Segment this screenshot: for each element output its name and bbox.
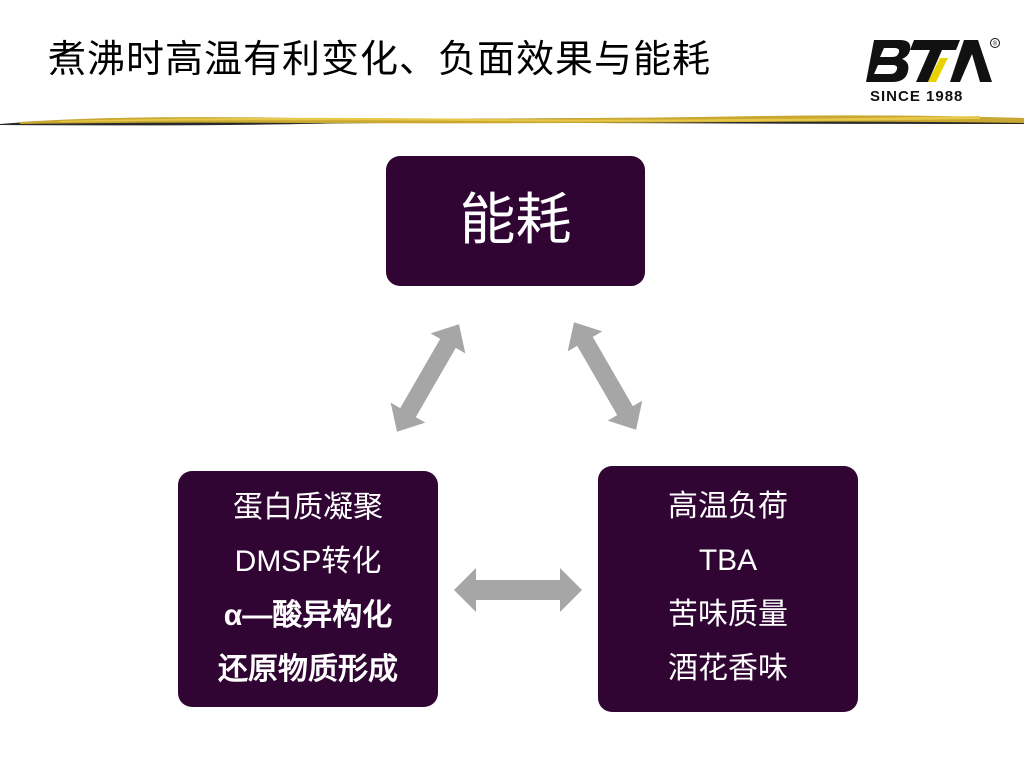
bta-logo: ® SINCE 1988 [866,36,1000,112]
negative-item: TBA [698,544,758,577]
right-diagonal-double-arrow [567,322,643,430]
negative-item: 高温负荷 [668,489,788,524]
left-diagonal-double-arrow [390,324,466,432]
favorable-changes-box: 蛋白质凝聚 DMSP转化 α—酸异构化 还原物质形成 [178,471,438,707]
slide-title: 煮沸时高温有利变化、负面效果与能耗 [48,37,712,81]
favorable-item: α—酸异构化 [223,599,393,632]
registered-mark: ® [993,41,998,48]
favorable-item: DMSP转化 [234,545,382,578]
favorable-item: 还原物质形成 [218,653,398,686]
favorable-item: 蛋白质凝聚 [233,490,383,525]
horizontal-double-arrow [454,568,582,612]
negative-item: 苦味质量 [668,597,788,632]
bta-logo-mark: ® [866,38,1000,82]
energy-label: 能耗 [459,188,572,253]
energy-box: 能耗 [386,156,645,286]
negative-item: 酒花香味 [668,651,788,686]
negative-effects-box: 高温负荷 TBA 苦味质量 酒花香味 [598,466,858,712]
header-divider [0,115,1024,126]
logo-since: SINCE 1988 [870,88,964,105]
